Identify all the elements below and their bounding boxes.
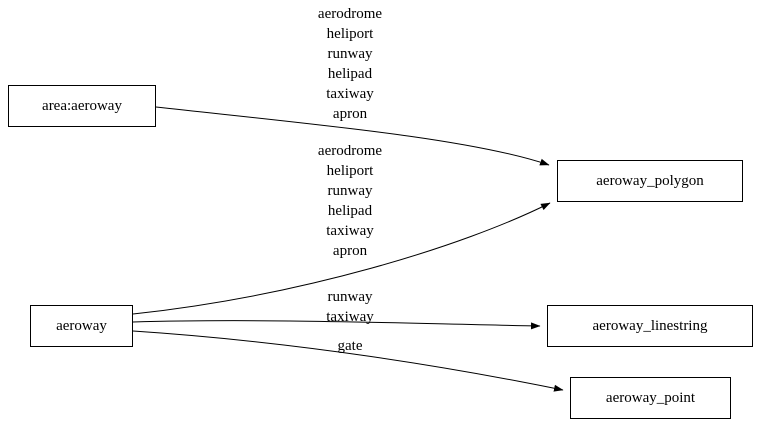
node-aeroway-linestring-label: aeroway_linestring [592,317,708,334]
edge-label-line: taxiway [326,223,374,239]
node-area-aeroway-label: area:aeroway [42,97,122,114]
node-area-aeroway: area:aeroway [8,85,156,127]
edge-label-line: heliport [326,163,374,179]
edge-label-line: helipad [327,66,373,82]
edge-label-aeroway-to-polygon: aerodrome heliport runway helipad taxiwa… [270,141,430,261]
edge-label-line: runway [327,289,373,305]
edge-label-aeroway-to-linestring: runway taxiway [270,287,430,327]
edge-label-line: taxiway [326,86,374,102]
node-aeroway-point-label: aeroway_point [605,389,696,406]
edge-label-line: aerodrome [317,6,383,22]
edge-label-line: helipad [327,203,373,219]
edge-label-line: taxiway [326,309,374,325]
node-aeroway-polygon: aeroway_polygon [557,160,743,202]
edge-label-line: heliport [326,26,374,42]
edge-label-aeroway-to-point: gate [270,336,430,356]
edge-label-line: apron [332,243,368,259]
edge-label-line: gate [337,338,363,354]
edge-label-line: runway [327,183,373,199]
edge-label-area-to-polygon: aerodrome heliport runway helipad taxiwa… [270,4,430,124]
node-aeroway: aeroway [30,305,133,347]
edge-label-line: aerodrome [317,143,383,159]
node-aeroway-point: aeroway_point [570,377,731,419]
edge-label-line: apron [332,106,368,122]
edge-label-line: runway [327,46,373,62]
node-aeroway-polygon-label: aeroway_polygon [596,172,704,189]
node-aeroway-label: aeroway [56,317,107,334]
node-aeroway-linestring: aeroway_linestring [547,305,753,347]
